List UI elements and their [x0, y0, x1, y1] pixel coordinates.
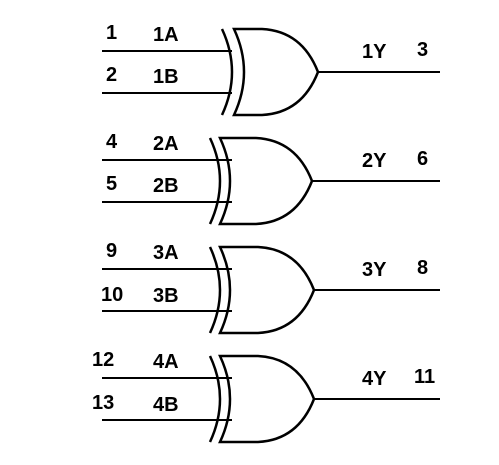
pin-number-b: 10	[101, 284, 123, 306]
pin-number-a: 12	[92, 349, 114, 371]
input-b-label: 3B	[153, 285, 179, 307]
output-label: 2Y	[362, 150, 387, 172]
pin-number-a: 9	[106, 240, 117, 262]
xor-gate-1: 1 1A 2 1B 1Y 3	[102, 22, 440, 117]
xor-gate-body	[218, 136, 314, 226]
input-a-label: 1A	[153, 24, 179, 46]
input-b-label: 2B	[153, 175, 179, 197]
xor-gate-body	[218, 354, 316, 444]
pin-number-a: 1	[106, 22, 117, 44]
output-label: 3Y	[362, 259, 387, 281]
pin-number-b: 2	[106, 64, 117, 86]
output-label: 4Y	[362, 368, 387, 390]
input-a-label: 3A	[153, 242, 179, 264]
output-pin-number: 8	[417, 257, 428, 279]
xor-extra-curve	[208, 355, 222, 443]
pin-number-b: 13	[92, 392, 114, 414]
xor-gate-2: 4 2A 5 2B 2Y 6	[102, 131, 440, 226]
xor-gate-body	[232, 27, 320, 117]
input-b-label: 4B	[153, 394, 179, 416]
xor-extra-curve	[208, 246, 222, 334]
xor-gate-4: 12 4A 13 4B 4Y 11	[92, 349, 440, 444]
output-pin-number: 11	[414, 366, 435, 388]
input-a-label: 4A	[153, 351, 179, 373]
xor-extra-curve	[220, 28, 234, 116]
xor-gate-body	[218, 245, 316, 335]
output-pin-number: 6	[417, 148, 428, 170]
input-b-label: 1B	[153, 66, 179, 88]
pin-number-b: 5	[106, 173, 117, 195]
input-a-label: 2A	[153, 133, 179, 155]
xor-extra-curve	[208, 137, 222, 225]
pin-number-a: 4	[106, 131, 118, 153]
output-pin-number: 3	[417, 39, 428, 61]
output-label: 1Y	[362, 41, 387, 63]
xor-gate-3: 9 3A 10 3B 3Y 8	[101, 240, 440, 335]
